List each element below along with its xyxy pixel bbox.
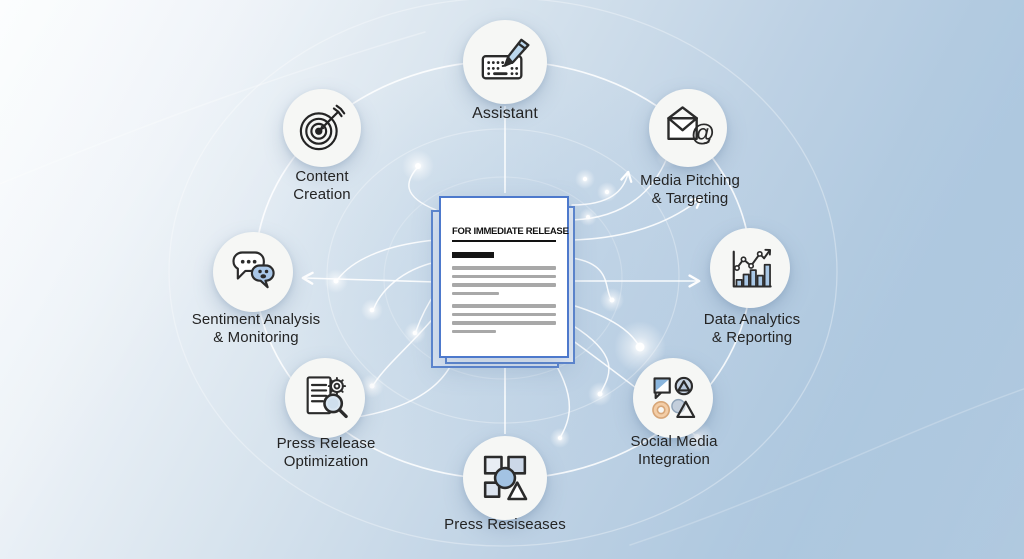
- node-label: Content Creation: [293, 168, 351, 204]
- chat-bubbles-icon: [232, 251, 275, 289]
- document-heading: FOR IMMEDIATE RELEASE: [452, 226, 569, 242]
- keyboard-pencil-icon: [481, 38, 530, 80]
- node-circle: [633, 358, 713, 438]
- node-label: Media Pitching & Targeting: [640, 172, 740, 208]
- target-dart-icon: [299, 104, 346, 151]
- node-circle: [213, 232, 293, 312]
- node-label: Sentiment Analysis & Monitoring: [191, 311, 321, 347]
- document-title-placeholder: [452, 252, 494, 258]
- svg-text:@: @: [691, 120, 714, 147]
- node-label: Press Resiseases: [444, 516, 566, 533]
- social-shapes-icon: [652, 376, 696, 419]
- node-circle: [463, 436, 547, 520]
- document-gear-magnifier-icon: [306, 376, 348, 419]
- node-circle: [283, 89, 361, 167]
- node-label: Social Media Integration: [630, 433, 718, 469]
- document-text-lines: [452, 266, 556, 333]
- bar-chart-icon: [732, 248, 772, 288]
- node-label: Data Analytics & Reporting: [703, 311, 801, 347]
- document-front-page: FOR IMMEDIATE RELEASE: [439, 196, 569, 358]
- node-circle: [285, 358, 365, 438]
- node-circle: [710, 228, 790, 308]
- node-label: Assistant: [472, 105, 538, 122]
- node-circle: [463, 20, 547, 104]
- node-circle: @: [649, 89, 727, 167]
- shapes-grid-icon: [483, 455, 528, 501]
- node-label: Press Release Optimization: [276, 435, 376, 471]
- envelope-at-icon: @: [667, 106, 714, 147]
- press-release-document: FOR IMMEDIATE RELEASE: [425, 192, 587, 384]
